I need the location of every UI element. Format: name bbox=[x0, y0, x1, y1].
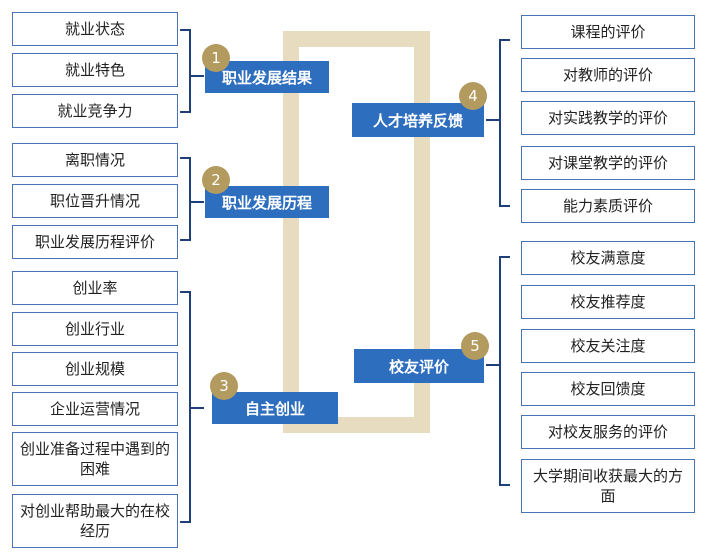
item-career-evaluation: 职业发展历程评价 bbox=[12, 225, 178, 259]
category-talent-feedback: 人才培养反馈 bbox=[352, 103, 484, 137]
item-promotion: 职位晋升情况 bbox=[12, 184, 178, 218]
item-employment-features: 就业特色 bbox=[12, 53, 178, 87]
item-alumni-giveback: 校友回馈度 bbox=[521, 372, 695, 406]
item-startup-difficulties: 创业准备过程中遇到的困难 bbox=[12, 432, 178, 486]
bracket-g1 bbox=[180, 29, 204, 113]
item-business-operation: 企业运营情况 bbox=[12, 392, 178, 426]
bracket-g4 bbox=[486, 39, 510, 207]
item-turnover: 离职情况 bbox=[12, 143, 178, 177]
badge-5: 5 bbox=[461, 332, 489, 360]
bracket-g3 bbox=[180, 291, 204, 523]
item-startup-industry: 创业行业 bbox=[12, 312, 178, 346]
item-startup-scale: 创业规模 bbox=[12, 352, 178, 386]
item-practice-teaching-evaluation: 对实践教学的评价 bbox=[521, 101, 695, 135]
badge-3: 3 bbox=[210, 372, 238, 400]
item-startup-rate: 创业率 bbox=[12, 271, 178, 305]
item-alumni-recommendation: 校友推荐度 bbox=[521, 285, 695, 319]
badge-1: 1 bbox=[202, 44, 230, 72]
bracket-g2 bbox=[180, 157, 204, 241]
category-career-path: 职业发展历程 bbox=[205, 186, 329, 218]
category-alumni-evaluation: 校友评价 bbox=[354, 349, 484, 383]
center-frame bbox=[283, 31, 430, 433]
item-alumni-service-evaluation: 对校友服务的评价 bbox=[521, 415, 695, 449]
item-alumni-satisfaction: 校友满意度 bbox=[521, 241, 695, 275]
item-course-evaluation: 课程的评价 bbox=[521, 15, 695, 49]
item-alumni-attention: 校友关注度 bbox=[521, 329, 695, 363]
badge-4: 4 bbox=[459, 82, 487, 110]
category-entrepreneurship: 自主创业 bbox=[212, 392, 338, 424]
item-employment-status: 就业状态 bbox=[12, 12, 178, 46]
bracket-g5 bbox=[486, 256, 510, 486]
item-employment-competitiveness: 就业竞争力 bbox=[12, 94, 178, 128]
item-helpful-campus-experience: 对创业帮助最大的在校经历 bbox=[12, 494, 178, 548]
item-biggest-gain: 大学期间收获最大的方面 bbox=[521, 459, 695, 513]
item-competency-evaluation: 能力素质评价 bbox=[521, 189, 695, 223]
badge-2: 2 bbox=[202, 166, 230, 194]
item-teacher-evaluation: 对教师的评价 bbox=[521, 58, 695, 92]
item-classroom-teaching-evaluation: 对课堂教学的评价 bbox=[521, 146, 695, 180]
